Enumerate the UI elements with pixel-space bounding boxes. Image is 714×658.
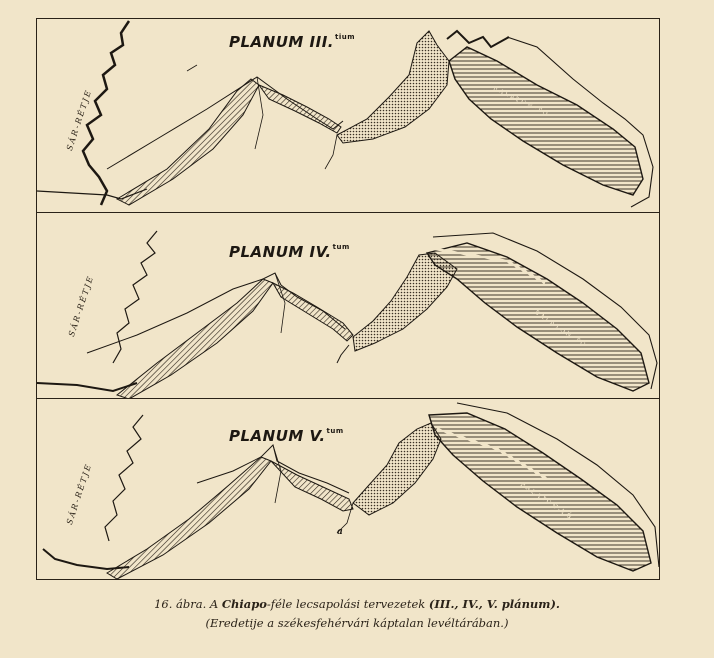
river-boundary-line [104,414,144,542]
marsh-area [352,422,442,516]
canal-channel [106,456,272,580]
lake-area [428,412,652,572]
canal-channel [271,281,354,342]
stream-line [196,444,350,494]
stream-line [274,272,286,334]
map-planum-iv [37,230,658,398]
base-line [42,548,130,571]
canal-channel [270,460,354,512]
panel-planum-iii: PLANUM III.tium SÁR-RÉTJE BALATON-TÓ [37,19,659,213]
dam-line [434,247,546,285]
stream-line [254,76,264,150]
canal-channel [257,83,342,134]
map-planum-iii [37,20,654,208]
stream-line [272,444,282,504]
map-planum-v [42,402,659,580]
plan-title: PLANUM III.tium [229,33,356,51]
panel-planum-v: PLANUM V.tum SÁR-RÉTJE BALATON-TÓ a [37,399,659,581]
stream-line [324,134,338,170]
caption-line-2: (Eredetije a székesfehérvári káptalan le… [205,616,509,630]
caption-line-1: 16. ábra. A Chiapo-féle lecsapolási terv… [154,597,560,611]
canal-channel [115,78,260,206]
map-marker: a [337,527,343,537]
shore-line [506,36,654,208]
marsh-inlet [336,344,350,364]
stream-line [186,64,198,72]
panel-planum-iv: PLANUM IV.tum SÁR-RÉTJE BALATON-TÓ [37,213,659,399]
dam-line [446,29,510,49]
shore-line [432,232,658,390]
map-figure: PLANUM III.tium SÁR-RÉTJE BALATON-TÓ PLA… [36,18,660,580]
lake-area [448,46,644,196]
base-line [37,382,138,393]
lake-area [425,242,650,392]
dam-line [436,427,548,481]
plan-title: PLANUM V.tum [229,427,344,445]
plan-title: PLANUM IV.tum [229,243,350,261]
river-boundary-line [81,20,131,206]
canal-channel [115,278,274,398]
river-boundary-line [112,230,158,364]
shore-line [456,402,659,568]
stream-line [336,502,354,534]
marsh-area [336,30,450,144]
